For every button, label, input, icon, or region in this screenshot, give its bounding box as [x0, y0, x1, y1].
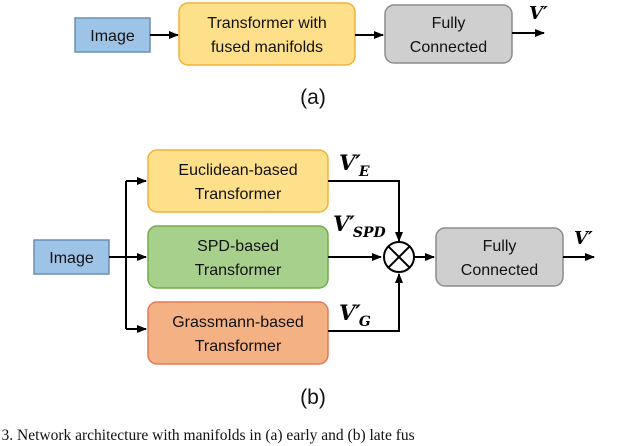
- fused-transformer-label-line1: Transformer with: [207, 15, 326, 32]
- fully-connected-label-b-line1: Fully: [483, 238, 517, 255]
- output-v-prime-a: V′: [529, 3, 548, 24]
- grassmann-label-line2: Transformer: [195, 338, 282, 355]
- grassmann-label-line1: Grassmann-based: [172, 314, 304, 331]
- image-box-a: [74, 17, 151, 53]
- grassmann-transformer-box: [147, 301, 329, 365]
- image-label-b: Image: [49, 250, 94, 267]
- spd-label-line2: Transformer: [195, 262, 282, 279]
- panel-label-b: (b): [300, 386, 326, 409]
- panel-b: Image Euclidean-based Transformer SPD-ba…: [33, 149, 595, 409]
- fused-transformer-label-line2: fused manifolds: [211, 39, 323, 56]
- v-prime-g-label: V′G: [339, 300, 371, 330]
- arrow-grassmann-to-fusion: [328, 273, 403, 332]
- v-prime-e-label: V′E: [339, 150, 370, 180]
- figure-caption: g. 3. Network architecture with manifold…: [0, 427, 415, 444]
- arrow-euclidean-to-fusion: [328, 180, 403, 242]
- panel-label-a: (a): [300, 86, 326, 109]
- fusion-operator-icon: [383, 241, 415, 273]
- fully-connected-label-a-line2: Connected: [410, 39, 487, 56]
- v-prime-spd-label: V′SPD: [333, 211, 386, 241]
- image-box-b: [33, 239, 110, 275]
- euclidean-label-line2: Transformer: [195, 186, 282, 203]
- panel-a: Image Transformer with fused manifolds F…: [74, 2, 548, 109]
- fully-connected-label-b-line2: Connected: [461, 262, 538, 279]
- image-label-a: Image: [90, 28, 135, 45]
- spd-label-line1: SPD-based: [197, 238, 279, 255]
- euclidean-label-line1: Euclidean-based: [178, 162, 297, 179]
- output-v-prime-b: V′: [574, 228, 593, 249]
- fully-connected-label-a-line1: Fully: [432, 15, 466, 32]
